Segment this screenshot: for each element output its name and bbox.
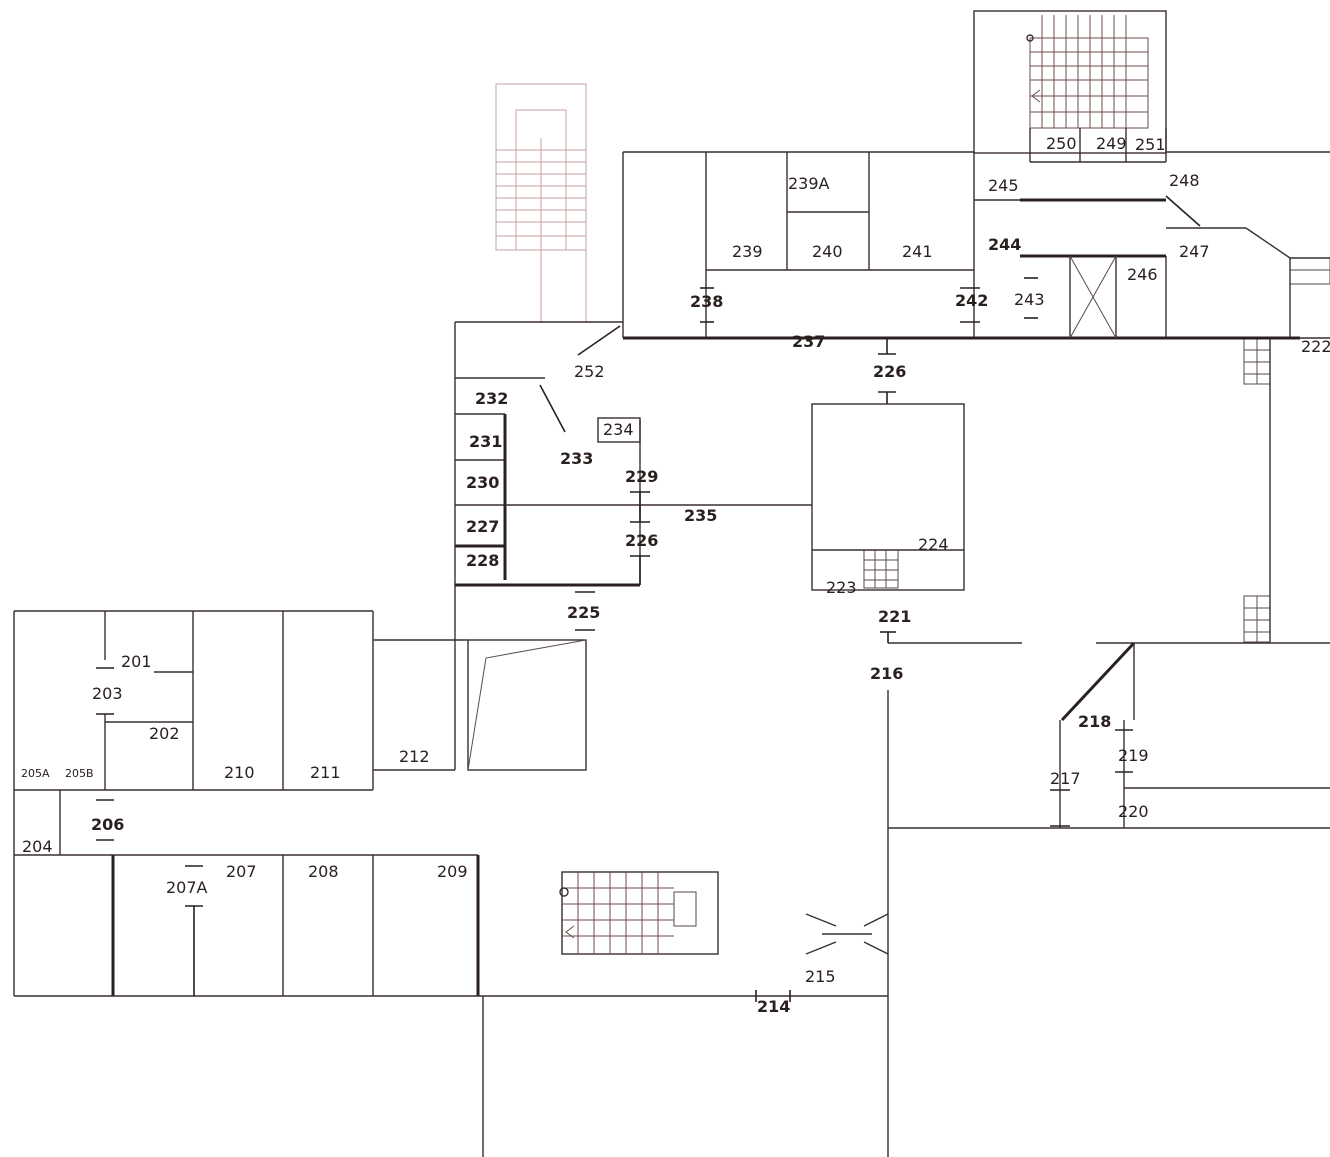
room-label-210: 210 — [224, 763, 255, 782]
room-label-207: 207 — [226, 862, 257, 881]
room-label-226-a: 226 — [873, 362, 906, 381]
room-label-234: 234 — [603, 420, 634, 439]
room-label-243: 243 — [1014, 290, 1045, 309]
room-label-226-b: 226 — [625, 531, 658, 550]
room-label-247: 247 — [1179, 242, 1210, 261]
room-label-212: 212 — [399, 747, 430, 766]
room-label-238: 238 — [690, 292, 723, 311]
room-label-244: 244 — [988, 235, 1021, 254]
room-label-233: 233 — [560, 449, 593, 468]
room-label-239a: 239A — [788, 174, 830, 193]
room-label-245: 245 — [988, 176, 1019, 195]
room-label-201: 201 — [121, 652, 152, 671]
room-label-228: 228 — [466, 551, 499, 570]
room-label-227: 227 — [466, 517, 499, 536]
room-label-251: 251 — [1135, 135, 1166, 154]
room-label-230: 230 — [466, 473, 499, 492]
walls — [13, 128, 1330, 1157]
doors — [96, 195, 1201, 1002]
room-label-205b: 205B — [65, 767, 94, 780]
stairwell-top-center — [495, 83, 587, 322]
room-label-250: 250 — [1046, 134, 1077, 153]
room-label-216: 216 — [870, 664, 903, 683]
stairwell-top-right — [973, 10, 1167, 154]
room-label-252: 252 — [574, 362, 605, 381]
room-label-215: 215 — [805, 967, 836, 986]
room-label-246: 246 — [1127, 265, 1158, 284]
room-label-217: 217 — [1050, 769, 1081, 788]
room-label-224: 224 — [918, 535, 949, 554]
room-label-218: 218 — [1078, 712, 1111, 731]
room-label-242: 242 — [955, 291, 988, 310]
room-label-229: 229 — [625, 467, 658, 486]
room-label-205a: 205A — [21, 767, 50, 780]
room-label-225: 225 — [567, 603, 600, 622]
room-label-214: 214 — [757, 997, 790, 1016]
room-label-241: 241 — [902, 242, 933, 261]
room-label-248: 248 — [1169, 171, 1200, 190]
room-label-222: 222 — [1301, 337, 1330, 356]
room-label-208: 208 — [308, 862, 339, 881]
small-stair-223 — [863, 549, 899, 589]
room-labels: 201 202 203 204 205A 205B 206 207 207A 2… — [21, 134, 1330, 1016]
room-label-240: 240 — [812, 242, 843, 261]
room-label-207a: 207A — [166, 878, 208, 897]
room-label-203: 203 — [92, 684, 123, 703]
room-label-221: 221 — [878, 607, 911, 626]
small-stairs-right — [1243, 257, 1330, 643]
room-label-209: 209 — [437, 862, 468, 881]
room-label-235: 235 — [684, 506, 717, 525]
room-label-223: 223 — [826, 578, 857, 597]
room-label-239: 239 — [732, 242, 763, 261]
room-label-220: 220 — [1118, 802, 1149, 821]
stairwell-center-bottom — [559, 871, 719, 955]
room-label-237: 237 — [792, 332, 825, 351]
room-label-202: 202 — [149, 724, 180, 743]
room-label-219: 219 — [1118, 746, 1149, 765]
room-label-232: 232 — [475, 389, 508, 408]
room-label-231: 231 — [469, 432, 502, 451]
room-label-249: 249 — [1096, 134, 1127, 153]
room-label-211: 211 — [310, 763, 341, 782]
room-label-204: 204 — [22, 837, 53, 856]
room-label-206: 206 — [91, 815, 124, 834]
